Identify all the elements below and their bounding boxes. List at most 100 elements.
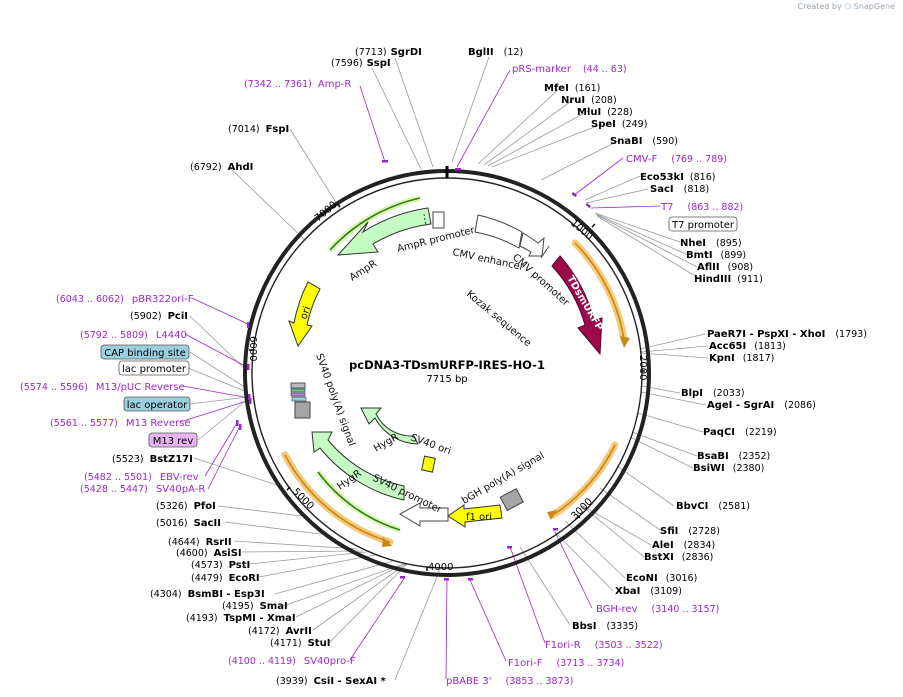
svg-text:T7(863 .. 882): T7(863 .. 882) xyxy=(660,202,743,213)
pos-mfei: (161) xyxy=(575,83,601,94)
pos-smai: (4195) xyxy=(222,601,254,612)
svg-text:HindIII(911): HindIII(911) xyxy=(694,274,763,285)
pos-bstxi: (2836) xyxy=(682,552,714,563)
svg-text:(4193)TspMI - XmaI: (4193)TspMI - XmaI xyxy=(186,613,296,624)
pos-sv40pro-f: (4100 .. 4119) xyxy=(228,656,296,667)
pos-alei: (2834) xyxy=(684,540,716,551)
pos-pbr322ori-f: (6043 .. 6062) xyxy=(56,294,124,305)
svg-text:XbaI(3109): XbaI(3109) xyxy=(615,586,682,597)
svg-text:PaeR7I - PspXI - XhoI(1793): PaeR7I - PspXI - XhoI(1793) xyxy=(707,329,867,340)
svg-text:(5902)PciI: (5902)PciI xyxy=(130,311,188,322)
enz-hindiii: HindIII xyxy=(694,274,731,285)
pos-fspi: (7014) xyxy=(228,124,260,135)
svg-text:AflII(908): AflII (908) xyxy=(697,262,753,273)
pos-nrui: (208) xyxy=(591,95,617,106)
label-sv40-ori: SV40 ori xyxy=(409,432,452,457)
snapgene-brand: SnapGene xyxy=(853,2,895,11)
svg-text:MfeI(161): MfeI(161) xyxy=(544,83,600,94)
pos-csii: (3939) xyxy=(276,676,308,687)
primer-m13-reverse: M13 Reverse xyxy=(126,418,191,429)
svg-text:BstXI(2836): BstXI(2836) xyxy=(644,552,713,563)
svg-text:(6043 .. 6062)pBR322ori-F: (6043 .. 6062)pBR322ori-F xyxy=(56,294,194,305)
enz-saci: SacI xyxy=(650,184,674,195)
pos-agei-group: (2086) xyxy=(784,400,816,411)
ampr-promoter-arrow xyxy=(432,211,445,229)
svg-text:F1ori-F(3713 .. 3734): F1ori-F(3713 .. 3734) xyxy=(508,658,624,669)
ruler-ticks xyxy=(249,203,645,571)
svg-text:pBABE 3'(3853 .. 3873): pBABE 3'(3853 .. 3873) xyxy=(446,676,573,687)
pos-ebv-rev: (5482 .. 5501) xyxy=(84,472,152,483)
pos-acc65i: (1813) xyxy=(754,341,786,352)
snapgene-logo-icon: ⬡ xyxy=(844,2,852,11)
enz-xhoi-group: PaeR7I - PspXI - XhoI xyxy=(707,329,825,340)
pos-aflii: (908) xyxy=(728,262,754,273)
svg-text:(4479)EcoRI: (4479)EcoRI xyxy=(191,573,260,584)
pos-l4440: (5792 .. 5809) xyxy=(80,330,148,341)
svg-text:(4644)RsrII: (4644)RsrII xyxy=(168,537,232,548)
pos-t7: (863 .. 882) xyxy=(687,202,743,213)
svg-text:(7014)FspI: (7014) FspI xyxy=(228,124,289,135)
pos-bstz17i: (5523) xyxy=(112,454,144,465)
enz-blpi: BlpI xyxy=(681,388,703,399)
primer-prs-marker: pRS-marker xyxy=(512,64,572,75)
enzyme-labels: (7713)SgrDI BglII(12) (7596)SspI MfeI(16… xyxy=(112,47,867,687)
primer-leader-lines xyxy=(179,69,661,680)
pos-prs-marker: (44 .. 63) xyxy=(583,64,627,75)
cmv-promoter-arrow xyxy=(519,232,545,257)
pos-asisi: (4600) xyxy=(176,548,208,559)
svg-text:BsiWI(2380): BsiWI(2380) xyxy=(693,463,764,474)
enz-sspi: SspI xyxy=(367,58,391,69)
enz-csii-group: CsiI - SexAI * xyxy=(314,676,387,687)
svg-text:Acc65I(1813): Acc65I(1813) xyxy=(709,341,786,352)
primer-marks xyxy=(236,160,591,581)
pos-bsabi: (2352) xyxy=(739,451,771,462)
enz-spei: SpeI xyxy=(591,119,616,130)
ruler-4000: 4000 xyxy=(428,562,453,573)
enz-sacii: SacII xyxy=(194,518,221,529)
svg-text:MluI(228): MluI(228) xyxy=(577,107,633,118)
sv40-ori-box xyxy=(421,455,436,473)
svg-text:AgeI - SgrAI(2086): AgeI - SgrAI(2086) xyxy=(707,400,816,411)
pos-sacii: (5016) xyxy=(156,518,188,529)
enz-bsmbi-group: BsmBI - Esp3I xyxy=(188,589,265,600)
plasmid-length: 7715 bp xyxy=(426,374,467,385)
enz-fspi: FspI xyxy=(266,124,290,135)
enz-aflii: AflII xyxy=(697,262,720,273)
svg-text:(5428 .. 5447)SV40pA-R: (5428 .. 5447)SV40pA-R xyxy=(80,484,205,495)
svg-text:BmtI(899): BmtI(899) xyxy=(686,250,746,261)
leader-lines xyxy=(187,56,709,681)
box-t7-promoter: T7 promoter xyxy=(671,220,735,231)
pos-xmai: (4193) xyxy=(186,613,218,624)
pos-m13-puc-reverse: (5574 .. 5596) xyxy=(20,382,88,393)
svg-text:BlpI(2033): BlpI(2033) xyxy=(681,388,745,399)
pos-bgh-rev: (3140 .. 3157) xyxy=(652,604,720,615)
box-lac-operator: lac operator xyxy=(127,400,188,411)
hygr-arrow-lower xyxy=(311,431,405,501)
pos-xbai: (3109) xyxy=(650,586,682,597)
svg-text:(4195)SmaI: (4195)SmaI xyxy=(222,601,288,612)
pos-bbsi: (3335) xyxy=(606,621,638,632)
enz-mlui: MluI xyxy=(577,107,601,118)
svg-text:(5326)PfoI: (5326)PfoI xyxy=(156,501,216,512)
pos-cmv-f: (769 .. 789) xyxy=(671,154,727,165)
pos-bsmbi: (4304) xyxy=(150,589,182,600)
svg-text:(3939)CsiI - SexAI *: (3939) CsiI - SexAI * xyxy=(276,676,387,687)
pos-spei: (249) xyxy=(622,119,648,130)
pos-bsiwi: (2380) xyxy=(733,463,765,474)
svg-text:(4171)StuI: (4171)StuI xyxy=(270,638,330,649)
pos-bglii: (12) xyxy=(504,47,524,58)
svg-text:BGH-rev(3140 .. 3157): BGH-rev(3140 .. 3157) xyxy=(596,604,719,615)
svg-text:SfiI(2728): SfiI(2728) xyxy=(660,526,720,537)
primer-sv40pa-r: SV40pA-R xyxy=(156,484,205,495)
pos-nhei: (895) xyxy=(716,238,742,249)
cmv-enhancer-arrow xyxy=(474,214,523,249)
ampr-arrow xyxy=(336,207,432,256)
pos-rsrii: (4644) xyxy=(168,537,200,548)
enz-avrii: AvrII xyxy=(286,626,312,637)
pos-sfii: (2728) xyxy=(688,526,720,537)
enz-nrui: NruI xyxy=(561,95,585,106)
enz-pfoi: PfoI xyxy=(194,501,216,512)
primer-f1ori-r: F1ori-R xyxy=(545,640,581,651)
pos-sspi: (7596) xyxy=(331,58,363,69)
